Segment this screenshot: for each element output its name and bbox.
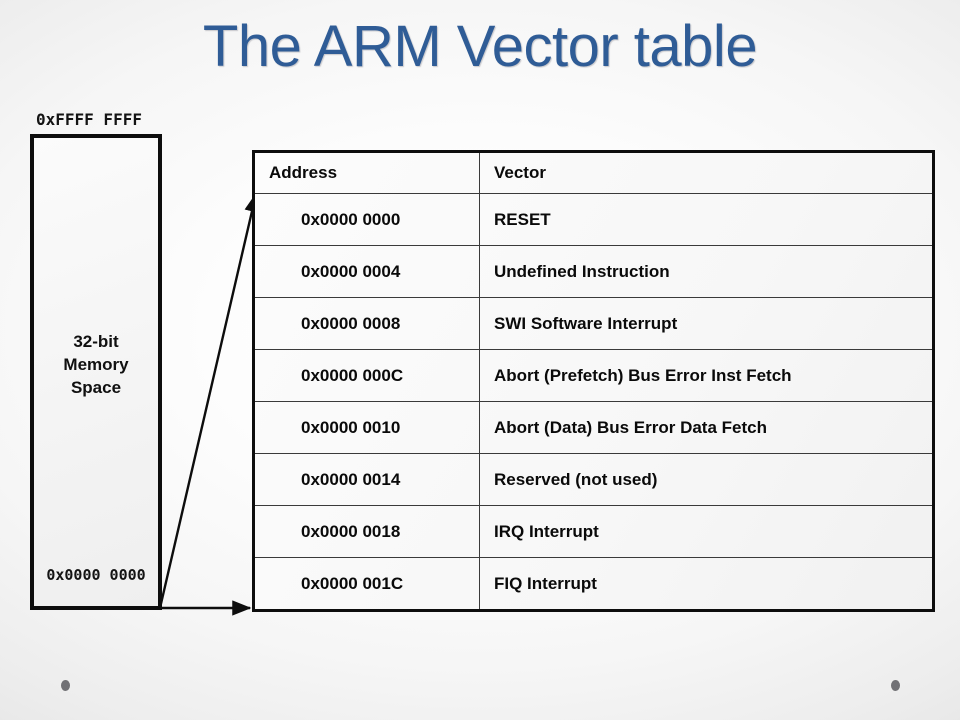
cell-vector: Reserved (not used) <box>479 453 934 506</box>
bullet-dot-left-icon <box>61 680 70 691</box>
table-row: 0x0000 0010 Abort (Data) Bus Error Data … <box>253 401 934 454</box>
table-row: 0x0000 0000 RESET <box>253 193 934 246</box>
cell-address: 0x0000 000C <box>253 349 480 402</box>
table-row: 0x0000 001C FIQ Interrupt <box>253 557 934 611</box>
memory-space-caption-line-1: 32-bit <box>73 332 119 351</box>
column-header-address: Address <box>253 151 480 194</box>
cell-address: 0x0000 0008 <box>253 297 480 350</box>
cell-address: 0x0000 001C <box>253 557 480 611</box>
cell-vector: Undefined Instruction <box>479 245 934 298</box>
bullet-dot-right-icon <box>891 680 900 691</box>
cell-vector: FIQ Interrupt <box>479 557 934 611</box>
memory-space-caption: 32-bit Memory Space <box>34 330 158 399</box>
memory-bottom-address-label: 0x0000 0000 <box>46 566 146 584</box>
table-header-row: Address Vector <box>253 151 934 194</box>
cell-address: 0x0000 0000 <box>253 193 480 246</box>
memory-top-address-label: 0xFFFF FFFF <box>36 110 142 129</box>
table-row: 0x0000 0018 IRQ Interrupt <box>253 505 934 558</box>
table-row: 0x0000 0008 SWI Software Interrupt <box>253 297 934 350</box>
memory-space-caption-line-2: Memory <box>63 355 129 374</box>
column-header-vector: Vector <box>479 151 934 194</box>
memory-space-caption-line-3: Space <box>70 378 122 397</box>
cell-address: 0x0000 0004 <box>253 245 480 298</box>
cell-address: 0x0000 0014 <box>253 453 480 506</box>
table-row: 0x0000 000C Abort (Prefetch) Bus Error I… <box>253 349 934 402</box>
cell-vector: SWI Software Interrupt <box>479 297 934 350</box>
cell-vector: RESET <box>479 193 934 246</box>
diagonal-pointer-arrow <box>158 192 260 609</box>
cell-address: 0x0000 0018 <box>253 505 480 558</box>
cell-vector: Abort (Data) Bus Error Data Fetch <box>479 401 934 454</box>
cell-address: 0x0000 0010 <box>253 401 480 454</box>
table-row: 0x0000 0004 Undefined Instruction <box>253 245 934 298</box>
page-title: The ARM Vector table <box>202 14 758 79</box>
cell-vector: Abort (Prefetch) Bus Error Inst Fetch <box>479 349 934 402</box>
memory-space-block: 32-bit Memory Space 0x0000 0000 <box>30 134 162 610</box>
cell-vector: IRQ Interrupt <box>479 505 934 558</box>
vector-table: Address Vector 0x0000 0000 RESET 0x0000 … <box>252 150 935 612</box>
table-row: 0x0000 0014 Reserved (not used) <box>253 453 934 506</box>
